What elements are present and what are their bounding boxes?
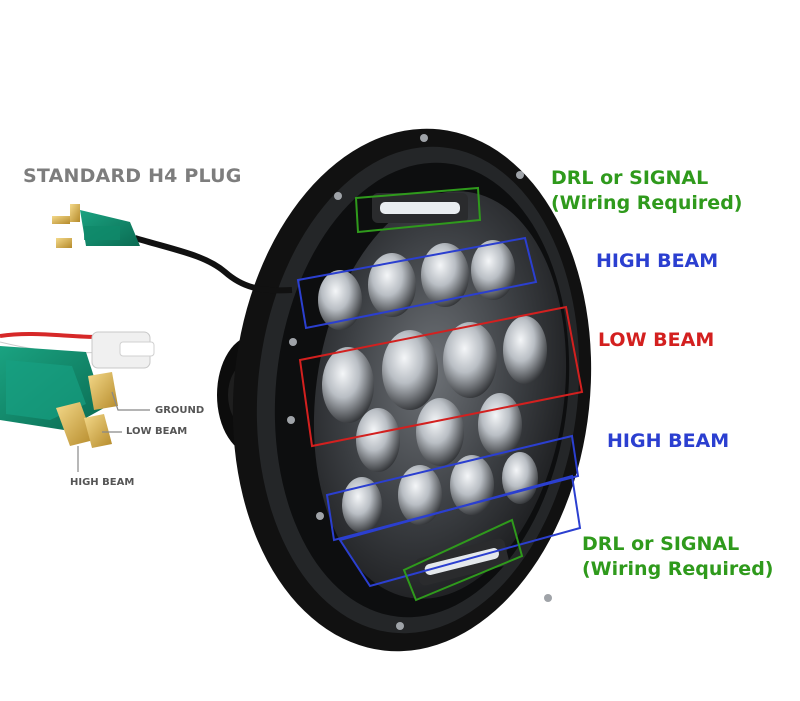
high-beam-bottom-label: HIGH BEAM (607, 430, 730, 452)
beam-zone-outlines (296, 186, 584, 602)
pin-high-beam-label: HIGH BEAM (70, 477, 135, 488)
low-beam-zone (298, 305, 584, 448)
h4-connector-icon (0, 331, 155, 448)
drl-bottom-label: DRL or SIGNAL (582, 533, 740, 555)
high-beam-bottom-zone (325, 434, 580, 542)
high-beam-top-zone (296, 236, 538, 330)
low-beam-label: LOW BEAM (598, 329, 715, 351)
headlight-icon (217, 128, 592, 652)
pin-ground-label: GROUND (155, 405, 205, 416)
drl-bottom-sublabel: (Wiring Required) (582, 558, 774, 580)
drl-top-zone (354, 186, 482, 234)
pin-low-beam-label: LOW BEAM (126, 426, 188, 437)
high-beam-top-label: HIGH BEAM (596, 250, 719, 272)
drl-bottom-zone (402, 518, 524, 602)
drl-top-label: DRL or SIGNAL (551, 167, 709, 189)
pin-leader-lines (77, 391, 150, 472)
h4-plug-icon (52, 204, 293, 294)
plug-title: STANDARD H4 PLUG (23, 165, 242, 187)
high-beam-bottom-zone-b (338, 474, 582, 588)
drl-top-sublabel: (Wiring Required) (551, 192, 743, 214)
